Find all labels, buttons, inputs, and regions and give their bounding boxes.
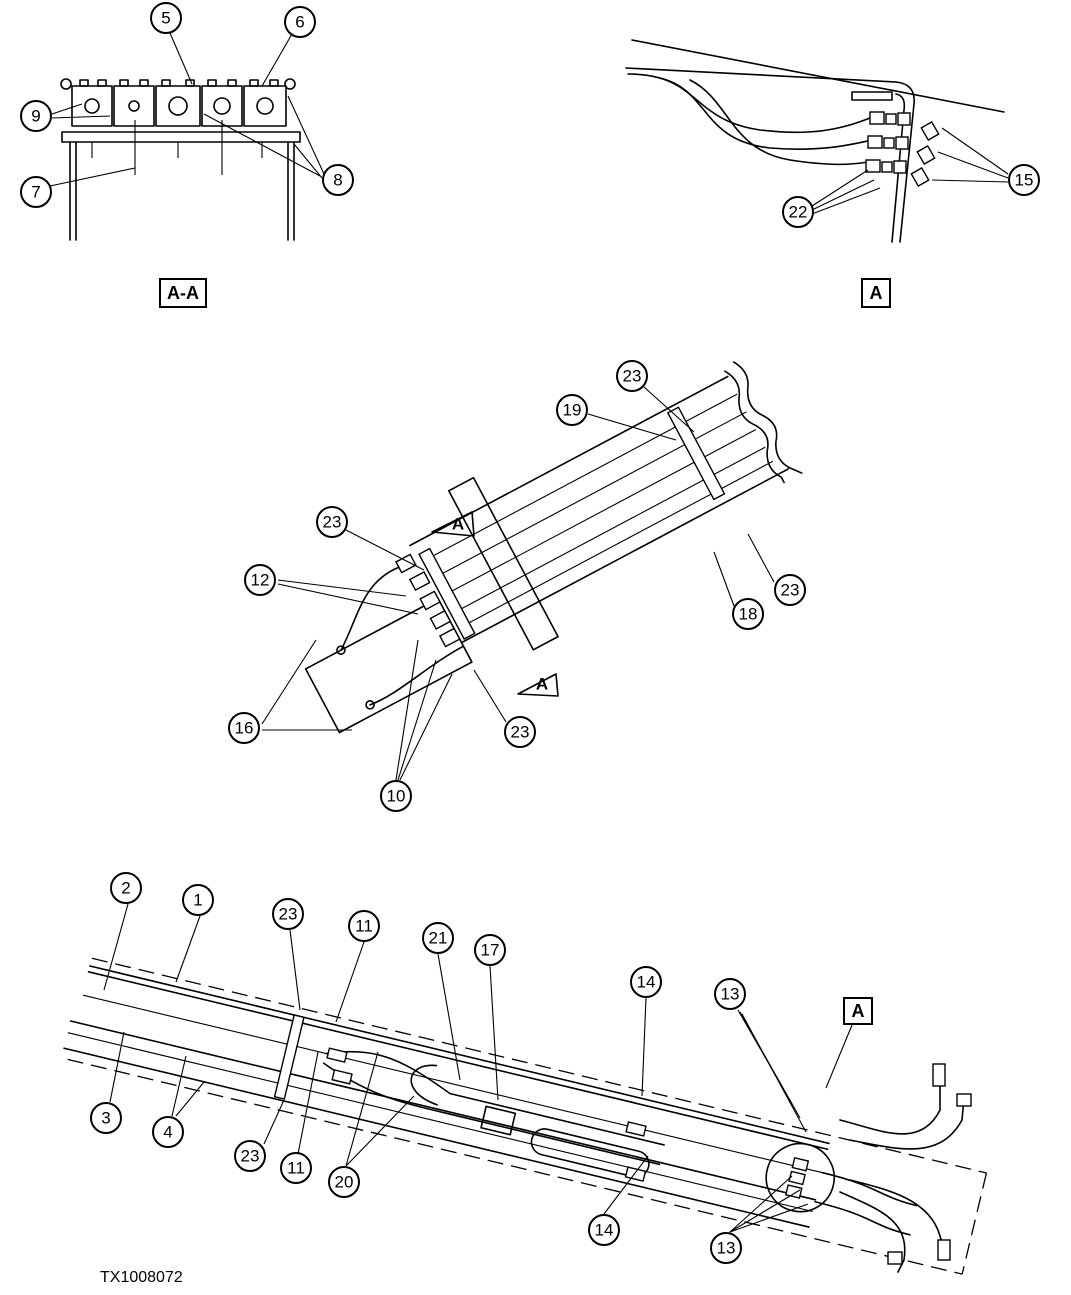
svg-text:23: 23 [511,723,530,742]
svg-text:17: 17 [481,941,500,960]
svg-text:14: 14 [595,1221,614,1240]
svg-text:23: 23 [241,1147,260,1166]
svg-text:3: 3 [101,1109,110,1128]
callout-14-top: 14 [630,966,662,998]
svg-text:10: 10 [387,787,406,806]
svg-text:8: 8 [333,171,342,190]
callout-6: 6 [284,6,316,38]
detail-a-view [625,39,1009,243]
svg-text:A: A [452,515,464,534]
boom-full-bottom-view [63,903,988,1275]
callout-12: 12 [244,564,276,596]
callout-20: 20 [328,1166,360,1198]
section-aa-view [49,32,325,241]
callout-11-bottom: 11 [280,1152,312,1184]
callout-13-bottom: 13 [710,1232,742,1264]
svg-text:18: 18 [739,605,758,624]
svg-text:21: 21 [429,929,448,948]
callout-7: 7 [20,176,52,208]
svg-text:12: 12 [251,571,270,590]
svg-text:20: 20 [335,1173,354,1192]
section-aa-label: A-A [159,278,207,308]
callout-13-top: 13 [714,978,746,1010]
callout-23-boom-top: 23 [272,898,304,930]
svg-text:19: 19 [563,401,582,420]
callout-23-right: 23 [774,574,806,606]
callout-2: 2 [110,872,142,904]
callout-11-top: 11 [348,910,380,942]
callout-10: 10 [380,780,412,812]
callout-8: 8 [322,164,354,196]
svg-text:23: 23 [323,513,342,532]
section-arrow-top: A [431,511,475,537]
callout-1: 1 [182,884,214,916]
svg-text:15: 15 [1015,171,1034,190]
svg-text:4: 4 [163,1123,172,1142]
callout-23-bottom: 23 [504,716,536,748]
callout-15: 15 [1008,164,1040,196]
callout-14-bottom: 14 [588,1214,620,1246]
svg-text:22: 22 [789,203,808,222]
svg-text:13: 13 [721,985,740,1004]
svg-text:5: 5 [161,9,170,28]
svg-text:2: 2 [121,879,130,898]
svg-text:23: 23 [781,581,800,600]
callout-22: 22 [782,196,814,228]
callout-16: 16 [228,712,260,744]
svg-text:7: 7 [31,183,40,202]
section-arrow-bottom: A [517,673,559,697]
svg-text:A-A: A-A [167,283,199,303]
detail-a-reference-label: A [843,997,873,1025]
svg-text:A: A [870,283,883,303]
callout-23-left: 23 [316,506,348,538]
callout-9: 9 [20,100,52,132]
svg-text:23: 23 [279,905,298,924]
callout-23-top: 23 [616,360,648,392]
svg-text:A: A [852,1001,865,1021]
svg-text:A: A [536,675,548,694]
detail-a-label: A [861,278,891,308]
svg-text:11: 11 [287,1159,305,1178]
callout-19: 19 [556,394,588,426]
svg-text:9: 9 [31,107,40,126]
callout-17: 17 [474,934,506,966]
svg-text:11: 11 [355,917,373,936]
callout-21: 21 [422,922,454,954]
callout-4: 4 [152,1116,184,1148]
svg-text:1: 1 [193,891,202,910]
svg-text:23: 23 [623,367,642,386]
boom-line-middle-view: A A [261,361,803,781]
svg-text:13: 13 [717,1239,736,1258]
callout-23-boom-bottom: 23 [234,1140,266,1172]
svg-text:16: 16 [235,719,254,738]
callout-18: 18 [732,598,764,630]
callout-5: 5 [150,2,182,34]
callout-3: 3 [90,1102,122,1134]
svg-text:6: 6 [295,13,304,32]
svg-text:14: 14 [637,973,656,992]
figure-id: TX1008072 [100,1269,183,1286]
